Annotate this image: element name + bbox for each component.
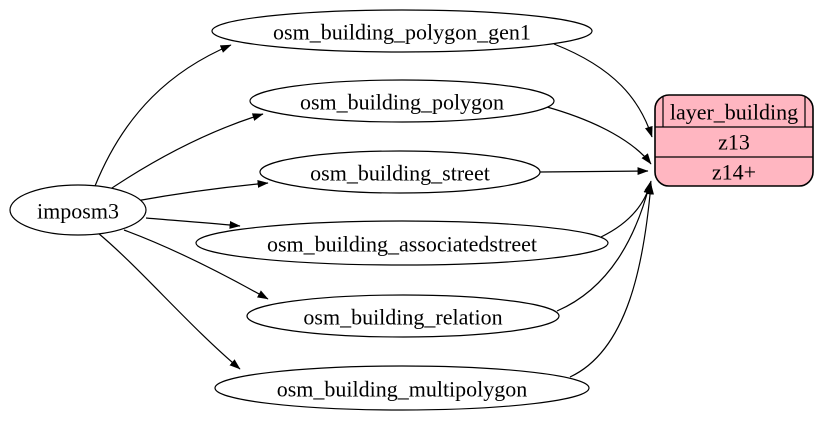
node-osm_building_multipolygon: osm_building_multipolygon <box>214 365 590 411</box>
osm_building_relation-ellipse <box>246 294 560 338</box>
edge-imposm3-to-osm_building_polygon <box>102 113 264 195</box>
node-layer_building: layer_building z13 z14+ <box>654 94 814 187</box>
edge-osm_building_polygon_gen1-to-z13 <box>553 43 653 138</box>
edge-imposm3-to-osm_building_relation <box>123 229 269 300</box>
osm_building_multipolygon-label: osm_building_multipolygon <box>277 377 528 402</box>
osm_building_polygon_gen1-label: osm_building_polygon_gen1 <box>273 20 531 45</box>
imposm3-ellipse <box>9 184 147 236</box>
edges-tables-to-layer <box>539 43 655 378</box>
osm_building_polygon-ellipse <box>249 79 555 123</box>
edge-osm_building_street-to-z14 <box>539 167 649 176</box>
osm_building_street-label: osm_building_street <box>310 161 490 186</box>
node-imposm3: imposm3 <box>9 184 147 236</box>
imposm3-label: imposm3 <box>37 199 119 224</box>
edge-osm_building_polygon-to-z14 <box>546 106 652 165</box>
node-osm_building_polygon_gen1: osm_building_polygon_gen1 <box>211 9 593 53</box>
edge-imposm3-to-osm_building_polygon_gen1 <box>94 44 232 187</box>
edge-osm_building_relation-to-z14 <box>556 182 652 312</box>
edge-osm_building_associatedstreet-to-z14 <box>600 180 653 238</box>
layer_building-box <box>654 94 814 187</box>
osm_building_relation-label: osm_building_relation <box>303 305 502 330</box>
osm_building_street-ellipse <box>259 150 541 194</box>
osm_building_associatedstreet-label: osm_building_associatedstreet <box>267 232 537 257</box>
edge-imposm3-to-osm_building_multipolygon <box>97 232 241 370</box>
osm_building_polygon-label: osm_building_polygon <box>300 90 504 115</box>
layer_building-row-z13: z13 <box>718 130 750 155</box>
osm_building_polygon_gen1-ellipse <box>211 9 593 53</box>
node-osm_building_relation: osm_building_relation <box>246 294 560 338</box>
edge-imposm3-to-osm_building_street <box>135 180 269 202</box>
edge-osm_building_multipolygon-to-z14 <box>569 183 655 378</box>
edge-imposm3-to-osm_building_associatedstreet <box>145 217 241 229</box>
node-osm_building_polygon: osm_building_polygon <box>249 79 555 123</box>
layer_building-row-z14plus: z14+ <box>712 160 756 185</box>
edges-source-to-tables <box>94 44 269 370</box>
node-osm_building_associatedstreet: osm_building_associatedstreet <box>195 220 609 266</box>
layer_building-title: layer_building <box>670 100 798 125</box>
osm_building_associatedstreet-ellipse <box>195 220 609 266</box>
node-osm_building_street: osm_building_street <box>259 150 541 194</box>
osm_building_multipolygon-ellipse <box>214 365 590 411</box>
